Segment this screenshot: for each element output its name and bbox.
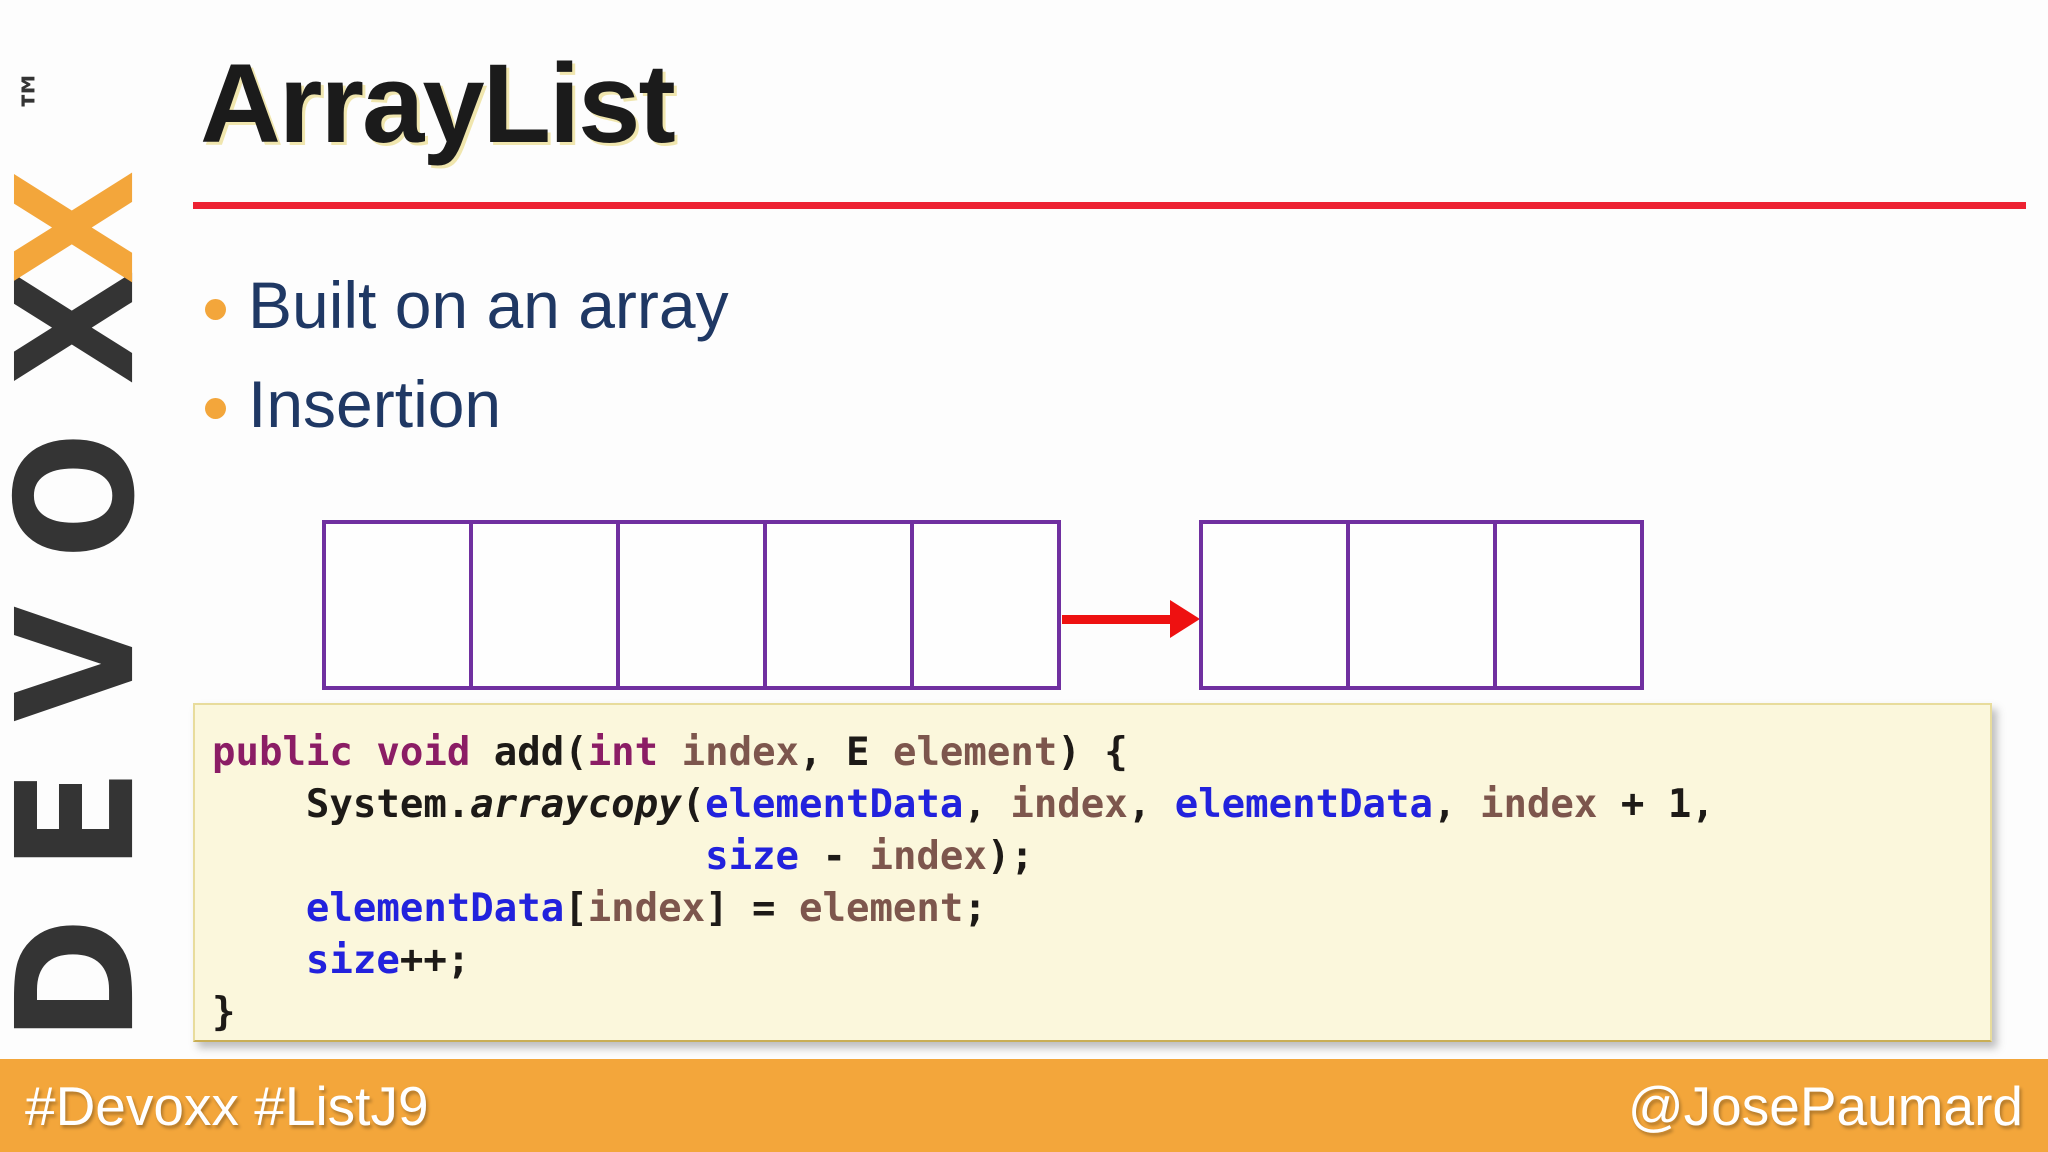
- footer-hashtags: #Devoxx #ListJ9: [25, 1074, 429, 1137]
- array-cell: [1497, 524, 1640, 686]
- logo-letter: E: [0, 768, 171, 871]
- code-line: System.arraycopy(elementData, index, ele…: [212, 782, 1715, 827]
- bullet-label: Built on an array: [248, 268, 729, 342]
- footer-handle: @JosePaumard: [1627, 1074, 2023, 1137]
- trademark-icon: ™: [12, 67, 66, 113]
- array-cell: [1350, 524, 1497, 686]
- logo-letter: O: [0, 431, 171, 560]
- array-cell: [473, 524, 620, 686]
- array-diagram-left: [322, 520, 1061, 690]
- code-line: }: [212, 990, 236, 1035]
- bullet-dot-icon: [205, 398, 226, 419]
- array-diagram-right: [1199, 520, 1644, 690]
- logo-letter: X: [0, 269, 171, 386]
- bullet-item: Built on an array: [205, 272, 729, 338]
- bullet-label: Insertion: [248, 367, 502, 441]
- arrow-right-icon: [1062, 615, 1172, 624]
- code-line: size++;: [305, 938, 471, 983]
- array-cell: [620, 524, 767, 686]
- bullet-item: Insertion: [205, 371, 729, 437]
- array-cell: [1203, 524, 1350, 686]
- footer-bar: #Devoxx #ListJ9 @JosePaumard: [0, 1059, 2048, 1152]
- code-line: public void add(int index, E element) {: [212, 730, 1128, 775]
- logo-x-accent: X: [0, 169, 171, 286]
- array-cell: [914, 524, 1057, 686]
- page-title: ArrayList: [200, 41, 676, 166]
- logo-letter: V: [0, 605, 171, 722]
- array-cell: [326, 524, 473, 686]
- code-line: size - index);: [705, 834, 1034, 879]
- code-block: public void add(int index, E element) { …: [193, 703, 1992, 1042]
- bullet-list: Built on an array Insertion: [205, 272, 729, 470]
- array-cell: [767, 524, 914, 686]
- logo-letter: D: [0, 917, 171, 1042]
- arrow-right-icon: [1170, 600, 1200, 638]
- code-line: elementData[index] = element;: [305, 886, 987, 931]
- bullet-dot-icon: [205, 299, 226, 320]
- title-underline: [193, 202, 2026, 209]
